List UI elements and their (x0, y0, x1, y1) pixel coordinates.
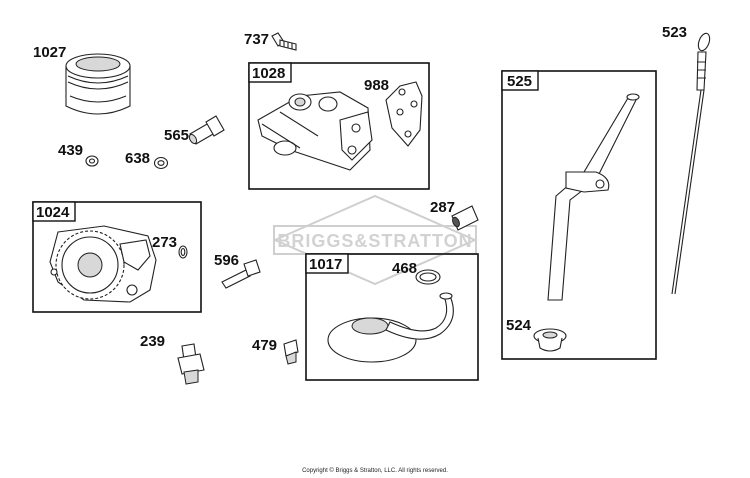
part-label-565: 565 (164, 127, 189, 144)
group-1024-frame (32, 201, 202, 313)
seal-524 (533, 328, 567, 352)
lock-washer-638 (153, 156, 169, 170)
part-label-524: 524 (506, 317, 532, 334)
oil-filter-top-inner (75, 56, 121, 72)
bolt-596-head (243, 259, 261, 277)
fitting-565-hex (205, 115, 225, 137)
pressure-switch-239-thread (183, 369, 199, 385)
oil-pump-outlet (126, 284, 138, 296)
part-label-596: 596 (214, 252, 239, 269)
group-1017-frame (305, 253, 479, 381)
o-ring-468-hole (419, 272, 437, 282)
o-ring-468 (415, 269, 441, 285)
gasket-988-body (385, 81, 423, 147)
fitting-287-bore (452, 216, 460, 228)
group-525-tag (501, 70, 539, 91)
pressure-switch-239 (177, 343, 205, 385)
part-label-287: 287 (430, 199, 455, 216)
oil-pickup-tube-end (439, 292, 453, 300)
seal-524-body (537, 337, 563, 352)
watermark-text: BRIGGS&STRATTON (277, 231, 472, 251)
group-1017-tag (305, 253, 349, 274)
o-ring-273-hole (180, 247, 186, 257)
group-1024-tag (32, 201, 76, 222)
seal-524-bore (542, 331, 558, 339)
filter-adapter-port (318, 96, 338, 112)
bolt-596-shank (221, 269, 251, 289)
dipstick-523-blade (671, 89, 705, 295)
part-label-523: 523 (662, 24, 687, 41)
dipstick-tube-body (547, 95, 639, 301)
part-label-239: 239 (140, 333, 165, 350)
group-1017: 1017 (305, 253, 479, 381)
oil-filter (65, 53, 131, 115)
lock-washer-638-hole (157, 160, 165, 166)
part-label-988: 988 (364, 77, 389, 94)
part-label-1027: 1027 (33, 44, 66, 61)
fitting-565 (188, 115, 225, 145)
dipstick-523 (671, 32, 711, 295)
group-525-label: 525 (507, 73, 532, 90)
oil-filter-ribs (67, 75, 129, 103)
bolt-737-threads (283, 41, 293, 49)
part-label-479: 479 (252, 337, 277, 354)
washer-439-hole (88, 158, 96, 164)
filter-adapter-bolt-hole-2 (347, 145, 357, 155)
dipstick-523-seal-ribs (697, 61, 706, 79)
filter-adapter-boss-hole (294, 97, 306, 107)
part-label-468: 468 (392, 260, 417, 277)
bolt-596 (221, 259, 261, 289)
filter-adapter-edges (261, 111, 319, 149)
fitting-565-end (188, 133, 198, 145)
group-1028-label: 1028 (252, 65, 285, 82)
oil-pump (49, 225, 157, 303)
dipstick-tube-bracket-hole (595, 179, 605, 189)
gasket-988 (385, 81, 423, 147)
dipstick-523-neck (696, 51, 707, 91)
gasket-988-hole-2 (410, 100, 418, 108)
gasket-988-hole-3 (396, 108, 404, 116)
group-1028: 1028 (248, 62, 430, 190)
copyright-notice: Copyright © Briggs & Stratton, LLC. All … (302, 467, 448, 474)
part-label-273: 273 (152, 234, 177, 251)
filter-adapter (257, 91, 373, 171)
group-1017-label: 1017 (309, 256, 342, 273)
fitting-479-thread (285, 351, 297, 365)
fitting-287 (451, 205, 479, 231)
group-1024: 1024 (32, 201, 202, 313)
gasket-988-hole-4 (404, 130, 412, 138)
group-1024-label: 1024 (36, 204, 70, 221)
group-525-frame (501, 70, 657, 360)
bolt-737 (271, 32, 297, 51)
group-1028-frame (248, 62, 430, 190)
dipstick-tube (547, 93, 640, 301)
oil-pump-hub (77, 252, 103, 278)
filter-adapter-bolt-hole-1 (351, 123, 361, 133)
group-1028-tag (248, 62, 292, 83)
filter-adapter-flange (273, 140, 297, 156)
fitting-479 (283, 339, 299, 365)
pressure-switch-239-hex (177, 353, 205, 375)
part-label-439: 439 (58, 142, 83, 159)
dipstick-523-handle (697, 32, 711, 52)
oil-pump-cover (119, 239, 151, 271)
part-label-638: 638 (125, 150, 150, 167)
o-ring-273 (178, 245, 188, 259)
fitting-479-hex (283, 339, 299, 357)
washer-439 (85, 155, 99, 167)
oil-pickup-tube (385, 295, 454, 340)
oil-filter-body (65, 65, 131, 115)
oil-pickup-cap (351, 317, 389, 335)
oil-pump-pin (50, 268, 58, 276)
group-525: 525 (501, 70, 657, 360)
dipstick-tube-top (626, 93, 640, 101)
part-label-737: 737 (244, 31, 269, 48)
gasket-988-hole-1 (398, 88, 406, 96)
oil-pickup (327, 292, 454, 363)
